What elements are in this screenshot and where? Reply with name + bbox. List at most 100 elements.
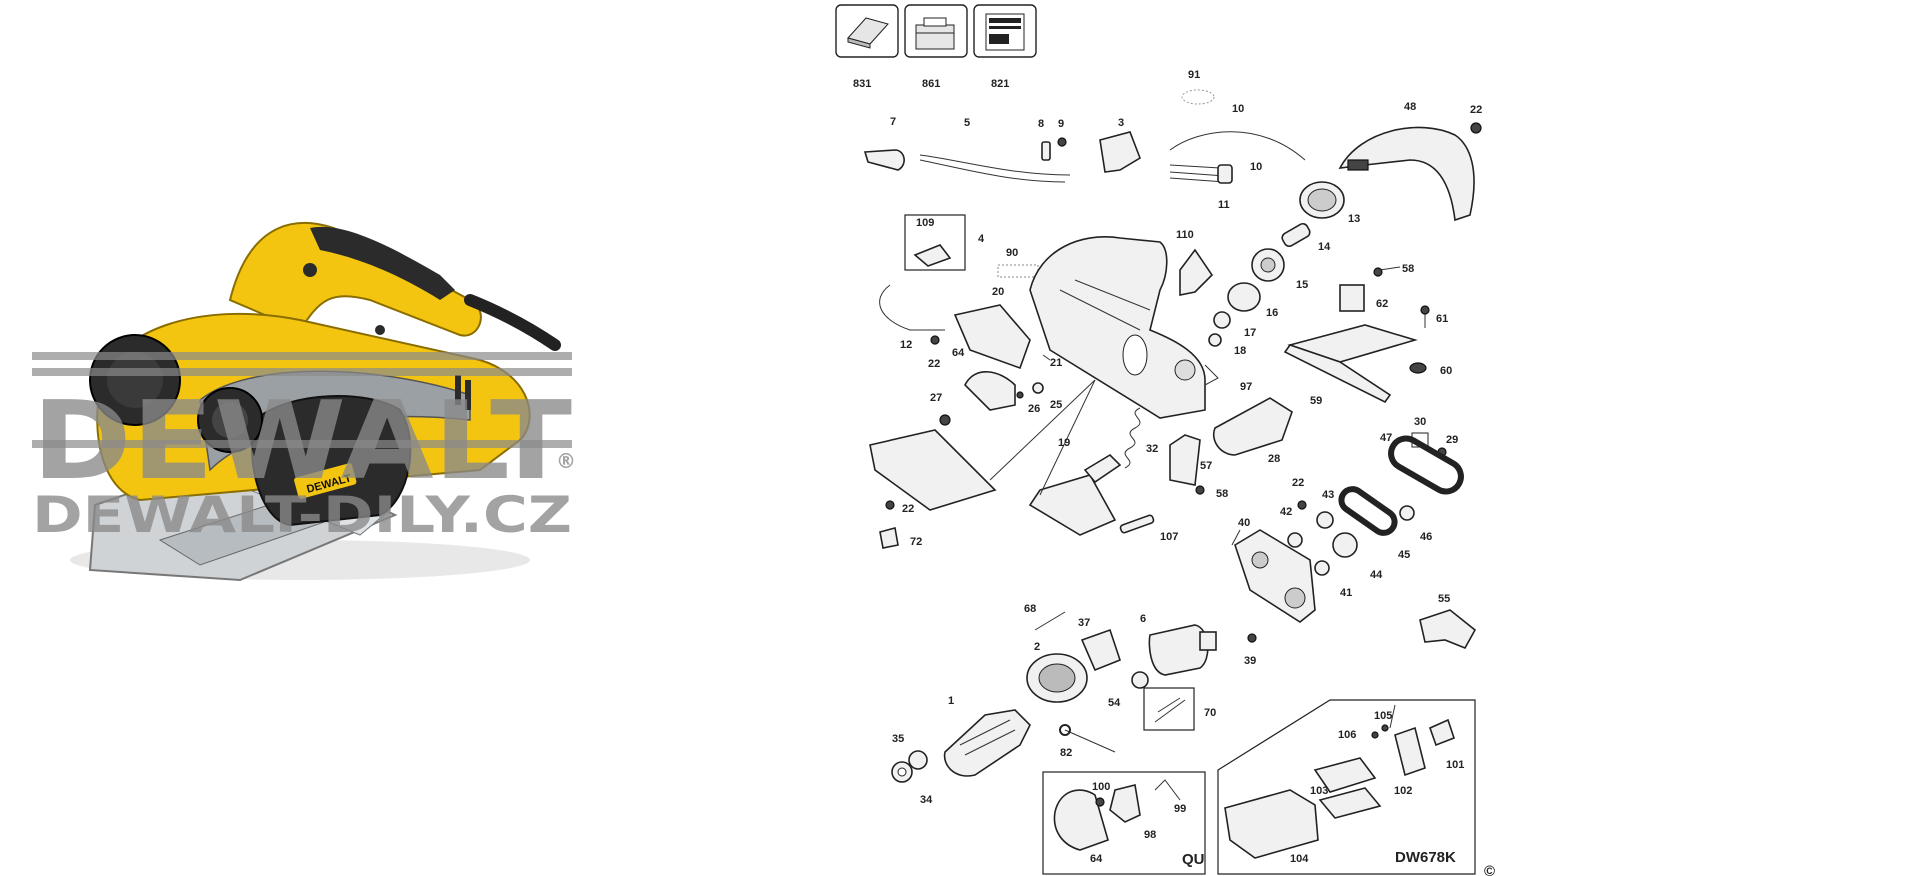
part-16[interactable] [1227, 282, 1261, 312]
callout-48: 48 [1404, 101, 1416, 113]
part-103[interactable] [1313, 757, 1377, 793]
part-21[interactable] [1042, 354, 1051, 361]
part-82[interactable] [1064, 729, 1116, 753]
watermark-registered: ® [556, 449, 576, 473]
part-104[interactable] [1224, 789, 1319, 859]
callout-22a: 22 [1470, 104, 1482, 116]
part-47[interactable] [1386, 433, 1467, 497]
part-48[interactable] [1338, 126, 1475, 222]
callout-60: 60 [1440, 365, 1452, 377]
callout-10b: 10 [1250, 161, 1262, 173]
callout-12: 12 [900, 339, 912, 351]
part-68[interactable] [1034, 611, 1066, 631]
part-19-front[interactable] [1028, 474, 1117, 536]
part-7[interactable] [863, 149, 905, 171]
part-101[interactable] [1428, 718, 1455, 747]
part-27[interactable] [939, 414, 951, 426]
part-28[interactable] [1213, 397, 1293, 456]
part-97[interactable] [1204, 364, 1219, 386]
part-9[interactable] [1057, 137, 1067, 147]
part-19-rear[interactable] [869, 429, 997, 511]
part-98[interactable] [1109, 784, 1141, 823]
callout-107: 107 [1160, 531, 1178, 543]
part-3[interactable] [1099, 131, 1141, 173]
part-90[interactable] [997, 264, 1039, 278]
part-58-b[interactable] [1195, 485, 1205, 495]
part-60[interactable] [1409, 362, 1427, 374]
part-10[interactable] [1169, 131, 1306, 161]
part-14[interactable] [1280, 222, 1311, 248]
part-8[interactable] [1041, 141, 1051, 161]
callout-62: 62 [1376, 298, 1388, 310]
part-4-box[interactable] [904, 214, 966, 271]
callout-13: 13 [1348, 213, 1360, 225]
callout-11: 11 [1218, 199, 1230, 211]
part-25[interactable] [1032, 382, 1044, 394]
callout-28: 28 [1268, 453, 1280, 465]
part-105[interactable] [1381, 724, 1389, 732]
part-housing[interactable] [1029, 236, 1206, 419]
callout-64b: 64 [1090, 853, 1103, 865]
part-91[interactable] [1181, 89, 1215, 105]
part-17[interactable] [1213, 311, 1231, 329]
part-43[interactable] [1316, 511, 1334, 529]
callout-57: 57 [1200, 460, 1212, 472]
model-label: DW678K [1395, 849, 1456, 866]
part-40[interactable] [1234, 529, 1316, 623]
callout-35: 35 [892, 733, 904, 745]
part-64-b[interactable] [1053, 789, 1109, 851]
part-1[interactable] [943, 709, 1031, 777]
manual-box[interactable] [835, 4, 899, 58]
part-107[interactable] [1119, 514, 1155, 534]
part-46[interactable] [1399, 505, 1415, 521]
part-20[interactable] [953, 304, 1031, 370]
case-box[interactable] [904, 4, 968, 58]
part-102[interactable] [1394, 726, 1426, 777]
callout-43: 43 [1322, 489, 1334, 501]
part-45[interactable] [1337, 485, 1399, 537]
part-106[interactable] [1371, 731, 1379, 739]
part-37[interactable] [1080, 628, 1121, 672]
part-55[interactable] [1419, 609, 1477, 650]
callout-82: 82 [1060, 747, 1072, 759]
part-54[interactable] [1131, 671, 1149, 689]
callout-6: 6 [1140, 613, 1146, 625]
part-99[interactable] [1154, 779, 1181, 801]
part-62[interactable] [1339, 284, 1365, 312]
callout-58a: 58 [1402, 263, 1414, 275]
part-18[interactable] [1208, 333, 1222, 347]
callout-9: 9 [1058, 118, 1064, 130]
part-58-a[interactable] [1379, 266, 1401, 271]
label-sheet-box[interactable] [973, 4, 1037, 58]
callout-17: 17 [1244, 327, 1256, 339]
part-44[interactable] [1332, 532, 1358, 558]
part-100[interactable] [1095, 797, 1105, 807]
part-39[interactable] [1247, 633, 1257, 643]
part-32[interactable] [1124, 407, 1141, 469]
callout-72: 72 [910, 536, 922, 548]
part-35[interactable] [908, 750, 928, 770]
callout-64a: 64 [952, 347, 965, 359]
watermark-site: DEWALT-DILY.CZ [32, 486, 572, 544]
part-26[interactable] [1016, 391, 1024, 399]
part-22-a[interactable] [1470, 122, 1482, 134]
callout-2: 2 [1034, 641, 1040, 653]
part-11[interactable] [1217, 164, 1233, 184]
part-22-c[interactable] [885, 500, 895, 510]
callout-45: 45 [1398, 549, 1410, 561]
callout-4: 4 [978, 233, 985, 245]
part-12[interactable] [879, 284, 945, 331]
part-22-b[interactable] [930, 335, 940, 345]
part-70-box[interactable] [1143, 687, 1195, 731]
part-6[interactable] [1148, 624, 1209, 676]
part-5[interactable] [919, 154, 1071, 176]
part-22-d[interactable] [1297, 500, 1307, 510]
part-41[interactable] [1314, 560, 1330, 576]
part-64-a[interactable] [964, 371, 1016, 411]
part-72[interactable] [879, 527, 899, 549]
part-110[interactable] [1179, 248, 1214, 296]
part-57[interactable] [1169, 434, 1201, 486]
callout-104: 104 [1290, 853, 1309, 865]
part-42[interactable] [1287, 532, 1303, 548]
callout-101: 101 [1446, 759, 1464, 771]
